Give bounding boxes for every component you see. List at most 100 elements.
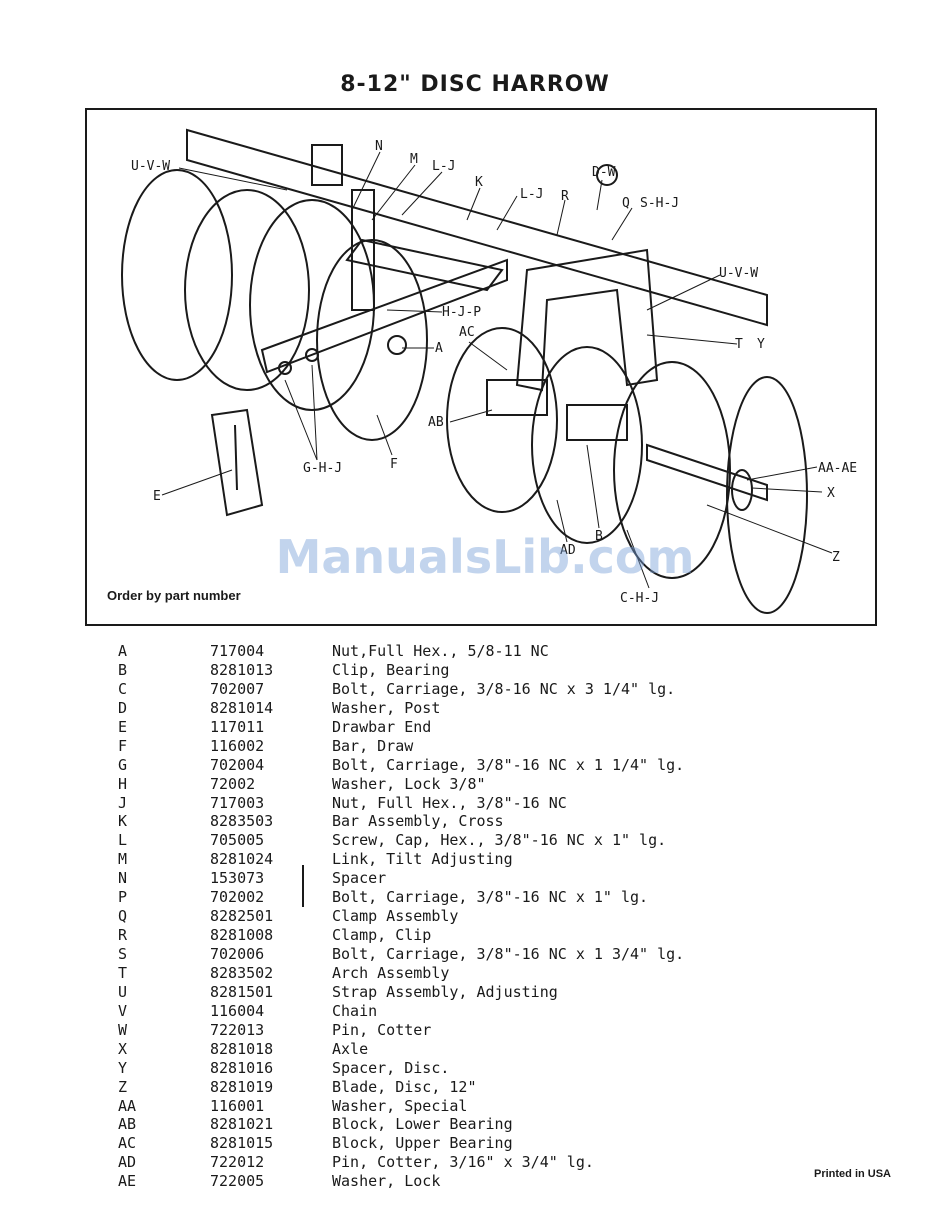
drawbar-end (210, 408, 264, 517)
callout-label: AB (428, 415, 444, 430)
part-description: Chain (332, 1001, 378, 1020)
bearing-block (566, 404, 628, 441)
part-description: Clamp, Clip (332, 926, 432, 945)
part-description: Washer, Lock 3/8" (332, 774, 486, 793)
part-letter: Y (118, 1058, 128, 1077)
part-letter: AC (118, 1134, 137, 1153)
part-description: Nut, Full Hex., 3/8"-16 NC (332, 793, 567, 812)
hex-nut (387, 335, 407, 355)
callout-label: X (827, 486, 835, 501)
callout-label: Z (832, 550, 840, 565)
part-description: Pin, Cotter (332, 1020, 432, 1039)
part-letter: E (118, 717, 128, 736)
part-number: 702004 (210, 755, 265, 774)
part-number: 8281013 (210, 660, 274, 679)
part-number: 702002 (210, 888, 265, 907)
part-number: 117011 (210, 717, 265, 736)
part-description: Clamp Assembly (332, 907, 459, 926)
part-number: 153073 (210, 869, 265, 888)
part-letter: AE (118, 1172, 137, 1191)
part-description: Spacer, Disc. (332, 1058, 450, 1077)
disc-blade (531, 346, 643, 544)
part-number: 8281014 (210, 698, 274, 717)
part-number: 8283503 (210, 812, 274, 831)
part-description: Washer, Special (332, 1096, 468, 1115)
gang-beam (260, 258, 508, 374)
part-number: 722012 (210, 1153, 265, 1172)
callout-label: F (390, 457, 398, 472)
callout-label: M (410, 152, 418, 167)
callout-label: L-J (520, 187, 543, 202)
disc-blade (613, 361, 731, 579)
part-letter: Q (118, 907, 128, 926)
part-description: Block, Upper Bearing (332, 1134, 513, 1153)
part-letter: R (118, 926, 128, 945)
disc-blade (316, 239, 428, 441)
part-description: Bar, Draw (332, 736, 414, 755)
part-letter: F (118, 736, 128, 755)
callout-label: U-V-W (719, 266, 758, 281)
part-description: Link, Tilt Adjusting (332, 850, 513, 869)
part-description: Nut,Full Hex., 5/8-11 NC (332, 642, 549, 660)
part-number: 722013 (210, 1020, 265, 1039)
part-number: 717003 (210, 793, 265, 812)
callout-label: AD (560, 543, 576, 558)
frame-bar (186, 128, 768, 327)
special-washer (731, 469, 753, 511)
callout-label: Y (757, 337, 765, 352)
callout-label: S-H-J (640, 196, 679, 211)
axle (646, 443, 768, 502)
part-description: Bolt, Carriage, 3/8"-16 NC x 1 1/4" lg. (332, 755, 685, 774)
arch-assembly (515, 248, 659, 392)
printed-note: Printed in USA (814, 1168, 892, 1180)
part-letter: Z (118, 1077, 128, 1096)
part-number: 8281015 (210, 1134, 274, 1153)
part-number: 722005 (210, 1172, 265, 1191)
part-description: Bolt, Carriage, 3/8"-16 NC x 1 3/4" lg. (332, 945, 685, 963)
disc-blade (121, 169, 233, 381)
callout-label: E (153, 489, 161, 504)
part-letter: B (118, 660, 128, 679)
part-description: Washer, Lock (332, 1172, 441, 1191)
draw-bar (345, 238, 504, 292)
part-number: 8281501 (210, 982, 274, 1001)
part-description: Bolt, Carriage, 3/8"-16 NC x 1" lg. (332, 888, 649, 907)
callout-label: G-H-J (303, 461, 342, 476)
part-letter: V (118, 1001, 128, 1020)
part-number: 8281016 (210, 1058, 274, 1077)
callout-label: H-J-P (442, 305, 481, 320)
part-number: 8281018 (210, 1039, 274, 1058)
part-letter: W (118, 1020, 128, 1039)
part-letter: H (118, 774, 128, 793)
part-number: 8281008 (210, 926, 274, 945)
callout-label: T (735, 337, 743, 352)
disc-blade (726, 376, 808, 614)
page-title: 8-12" DISC HARROW (340, 72, 610, 97)
callout-label: L-J (432, 159, 455, 174)
part-description: Washer, Post (332, 698, 441, 717)
part-number: 72002 (210, 774, 256, 793)
part-letter: U (118, 982, 128, 1001)
part-description: Clip, Bearing (332, 660, 450, 679)
callout-label: B (595, 529, 603, 544)
part-description: Drawbar End (332, 717, 432, 736)
harrow-drawing: U-V-W N M L-J K L-J R D-W Q S-H-J U-V-W … (121, 128, 857, 614)
revision-bar (302, 865, 304, 907)
part-number: 8281021 (210, 1115, 274, 1134)
part-letter: K (118, 812, 128, 831)
exploded-diagram: U-V-W N M L-J K L-J R D-W Q S-H-J U-V-W … (85, 108, 877, 626)
part-description: Screw, Cap, Hex., 3/8"-16 NC x 1" lg. (332, 831, 667, 850)
disc-blade (184, 189, 310, 391)
part-description: Bolt, Carriage, 3/8-16 NC x 3 1/4" lg. (332, 679, 676, 698)
part-number: 8282501 (210, 907, 274, 926)
callout-label: D-W (592, 165, 616, 180)
part-description: Blade, Disc, 12" (332, 1077, 477, 1096)
part-number: 116004 (210, 1001, 265, 1020)
callout-label: R (561, 189, 569, 204)
callout-label: AA-AE (818, 461, 857, 476)
part-number: 8283502 (210, 963, 274, 982)
part-description: Arch Assembly (332, 963, 450, 982)
part-letter: X (118, 1039, 128, 1058)
part-letter: AA (118, 1096, 137, 1115)
part-letter: T (118, 963, 128, 982)
